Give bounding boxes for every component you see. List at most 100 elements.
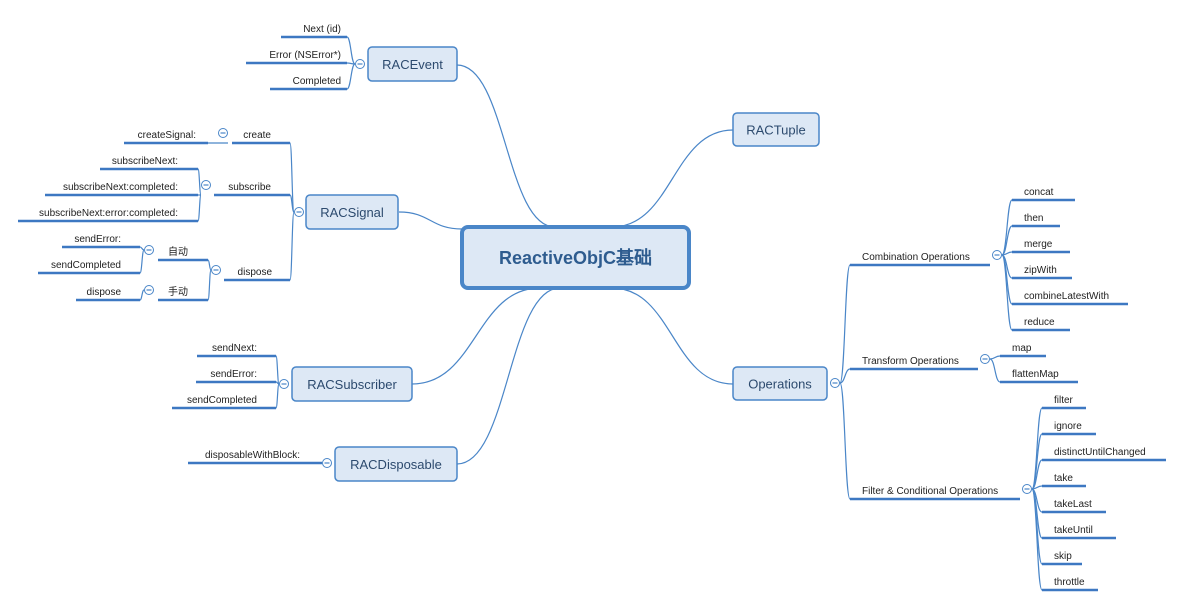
racevent-toggle-icon[interactable] (355, 59, 365, 69)
node-label: Completed (293, 76, 341, 87)
node-concat[interactable]: concat (1012, 187, 1075, 202)
node-label: map (1012, 343, 1032, 354)
connector-line (1001, 254, 1013, 331)
filter-toggle-icon[interactable] (1022, 484, 1032, 494)
node-takelast[interactable]: takeLast (1042, 499, 1106, 514)
node-label: then (1024, 213, 1043, 224)
node-label: zipWith (1024, 265, 1057, 276)
node-label: RACTuple (746, 123, 805, 138)
node-item[interactable]: 手动 (158, 285, 208, 302)
connector-line (139, 289, 145, 301)
node-next-id[interactable]: Next (id) (281, 24, 347, 39)
connector-line (839, 264, 851, 384)
node-racdisposable[interactable]: RACDisposable (334, 446, 458, 482)
node-label: combineLatestWith (1024, 291, 1109, 302)
node-combination-operations[interactable]: Combination Operations (850, 252, 990, 267)
node-filter[interactable]: filter (1042, 395, 1086, 410)
root-title: ReactiveObjC基础 (499, 247, 652, 268)
node-zipwith[interactable]: zipWith (1012, 265, 1072, 280)
node-label: filter (1054, 395, 1074, 406)
connector-line (1031, 488, 1043, 591)
node-ractuple[interactable]: RACTuple (732, 112, 820, 147)
node-label: sendError: (210, 369, 257, 380)
operations-toggle-icon[interactable] (830, 378, 840, 388)
node-item[interactable]: 自动 (158, 245, 208, 262)
node-box (291, 366, 413, 402)
node-label: Combination Operations (862, 252, 970, 263)
node-createsignal[interactable]: createSignal: (124, 130, 208, 145)
node-label: throttle (1054, 577, 1085, 588)
node-label: subscribeNext:completed: (63, 182, 178, 193)
connector-lines (139, 36, 1043, 591)
node-label: sendNext: (212, 343, 257, 354)
node-take[interactable]: take (1042, 473, 1086, 488)
node-transform-operations[interactable]: Transform Operations (850, 356, 978, 371)
connector-line (989, 358, 1001, 383)
connector-line (398, 211, 463, 230)
racdisposable-toggle-icon[interactable] (322, 458, 332, 468)
node-label: reduce (1024, 317, 1055, 328)
node-completed[interactable]: Completed (270, 76, 347, 91)
connector-line (456, 64, 556, 228)
node-subscribe[interactable]: subscribe (214, 182, 290, 197)
node-racevent[interactable]: RACEvent (367, 46, 458, 82)
racsignal-toggle-icon[interactable] (294, 207, 304, 217)
node-box (367, 46, 458, 82)
node-operations[interactable]: Operations (732, 366, 828, 401)
root-box (460, 225, 691, 290)
node-flattenmap[interactable]: flattenMap (1000, 369, 1078, 384)
node-ignore[interactable]: ignore (1042, 421, 1096, 436)
dispose-toggle-icon[interactable] (211, 265, 221, 275)
node-label: createSignal: (138, 130, 196, 141)
node-box (732, 112, 820, 147)
node-sendcompleted[interactable]: sendCompleted (38, 260, 140, 275)
node-disposablewithblock[interactable]: disposableWithBlock: (188, 450, 322, 465)
subscribe-toggle-icon[interactable] (201, 180, 211, 190)
node-racsignal[interactable]: RACSignal (305, 194, 399, 230)
node-label: Transform Operations (862, 356, 959, 367)
node-takeuntil[interactable]: takeUntil (1042, 525, 1116, 540)
create-toggle-icon[interactable] (218, 128, 228, 138)
node-merge[interactable]: merge (1012, 239, 1070, 254)
manual-toggle-icon[interactable] (144, 285, 154, 295)
node-distinctuntilchanged[interactable]: distinctUntilChanged (1042, 447, 1166, 462)
connector-line (207, 259, 212, 271)
connector-line (139, 246, 145, 251)
node-box (334, 446, 458, 482)
node-skip[interactable]: skip (1042, 551, 1082, 566)
node-subscribenext-completed[interactable]: subscribeNext:completed: (45, 182, 198, 197)
node-sendnext[interactable]: sendNext: (197, 343, 276, 358)
node-subscribenext-error-completed[interactable]: subscribeNext:error:completed: (18, 208, 198, 223)
node-label: take (1054, 473, 1073, 484)
node-senderror[interactable]: sendError: (62, 234, 140, 249)
connector-line (289, 211, 295, 281)
node-subscribenext[interactable]: subscribeNext: (100, 156, 198, 171)
transform-toggle-icon[interactable] (980, 354, 990, 364)
connector-line (197, 194, 202, 222)
node-label: Next (id) (303, 24, 341, 35)
connector-line (839, 382, 851, 500)
root-node[interactable]: ReactiveObjC基础 (460, 225, 691, 290)
node-label: 自动 (168, 245, 188, 258)
node-senderror[interactable]: sendError: (196, 369, 276, 384)
node-reduce[interactable]: reduce (1012, 317, 1070, 332)
node-map[interactable]: map (1000, 343, 1046, 358)
node-label: dispose (87, 287, 122, 298)
node-error-nserror[interactable]: Error (NSError*) (246, 50, 347, 65)
node-racsubscriber[interactable]: RACSubscriber (291, 366, 413, 402)
auto-toggle-icon[interactable] (144, 245, 154, 255)
node-label: 手动 (168, 285, 188, 298)
node-dispose[interactable]: dispose (76, 287, 140, 302)
node-then[interactable]: then (1012, 213, 1060, 228)
combination-toggle-icon[interactable] (992, 250, 1002, 260)
node-sendcompleted[interactable]: sendCompleted (172, 395, 276, 410)
node-create[interactable]: create (232, 130, 290, 145)
node-throttle[interactable]: throttle (1042, 577, 1098, 592)
node-label: distinctUntilChanged (1054, 447, 1146, 458)
node-filter-conditional-operations[interactable]: Filter & Conditional Operations (850, 486, 1020, 501)
node-dispose[interactable]: dispose (224, 267, 290, 282)
racsubscriber-toggle-icon[interactable] (279, 379, 289, 389)
node-label: merge (1024, 239, 1053, 250)
node-combinelatestwith[interactable]: combineLatestWith (1012, 291, 1128, 306)
